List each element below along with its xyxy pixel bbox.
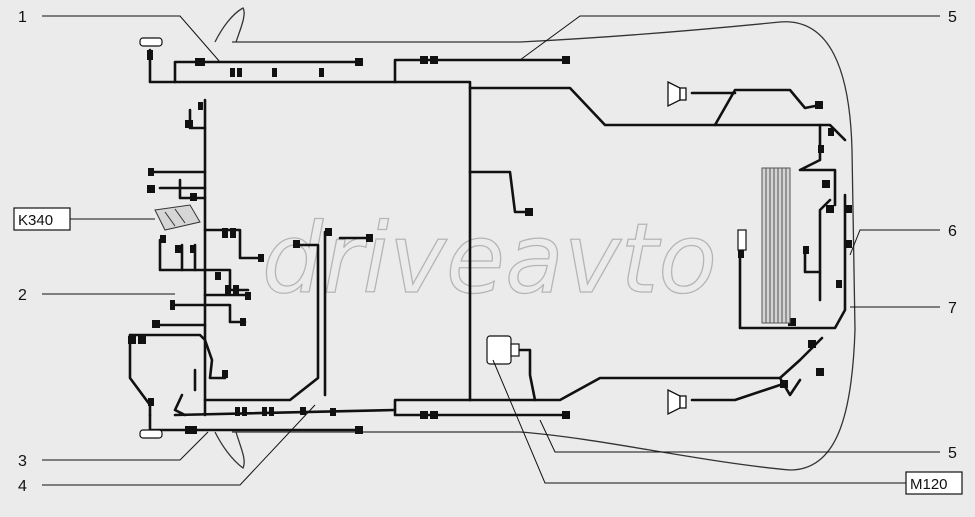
watermark-text: driveavto [262,203,717,315]
callout-6: 6 [948,223,957,240]
front-right-lamp [139,429,163,439]
callout-5-top: 5 [948,9,957,26]
callout-7: 7 [948,300,957,317]
callout-leaders [42,15,940,486]
callout-4: 4 [18,478,27,495]
rear-speaker-bottom [667,388,687,416]
callout-3: 3 [18,453,27,470]
k340-label: K340 [18,212,53,229]
callout-1: 1 [18,9,27,26]
washer-pump-motor [486,335,520,365]
callout-2: 2 [18,287,27,304]
front-left-lamp [139,37,163,47]
relay-fuse-block [154,204,201,231]
right-mirror-outline [214,431,245,469]
rear-lamp-unit [737,229,747,251]
car-body-outline [214,7,856,471]
m120-leader [492,359,906,484]
connectors [128,50,852,434]
rear-window-heater [761,167,791,324]
left-mirror-outline [214,7,245,43]
rear-speaker-top [667,80,687,108]
m120-label: M120 [910,476,948,493]
callout-5-bottom: 5 [948,445,957,462]
